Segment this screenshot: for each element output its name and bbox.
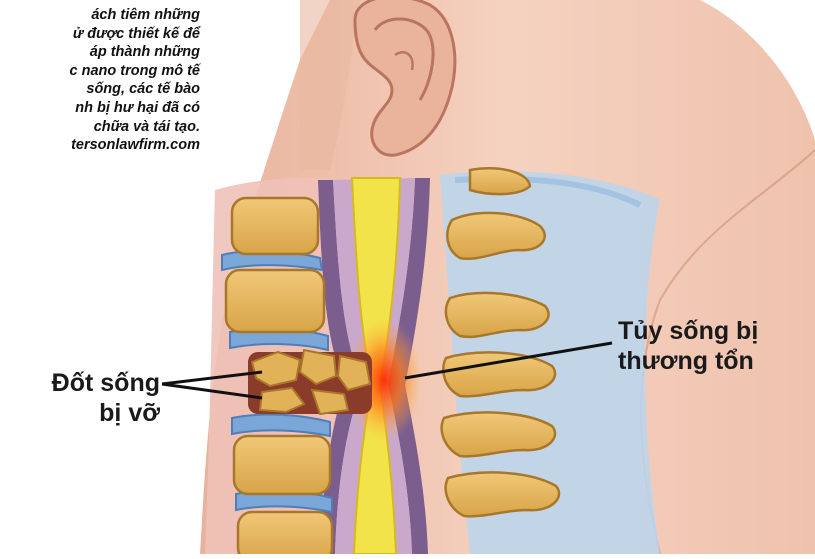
- vertebra-label-line-2: bị vỡ: [14, 398, 160, 428]
- vertebra-2: [226, 270, 324, 332]
- vertebra-5: [238, 512, 332, 554]
- caption-line: sống, các tế bào: [0, 80, 200, 99]
- caption-line: nh bị hư hại đã có: [0, 99, 200, 118]
- caption-line: ử được thiết kế để: [0, 25, 200, 44]
- caption-line: ách tiêm những: [0, 6, 200, 25]
- spinal-cord-label: Tủy sống bị thương tổn: [618, 316, 758, 376]
- caption-line: áp thành những: [0, 43, 200, 62]
- caption-line: chữa và tái tạo.: [0, 118, 200, 137]
- vertebra-label-line-1: Đốt sống: [14, 368, 160, 398]
- vertebra-4: [234, 436, 330, 494]
- caption-line: tersonlawfirm.com: [0, 136, 200, 155]
- vertebra-label: Đốt sống bị vỡ: [14, 368, 160, 428]
- fractured-vertebra: [248, 350, 372, 414]
- vertebra-1: [232, 198, 318, 254]
- spinal-cord-label-line-1: Tủy sống bị: [618, 316, 758, 346]
- caption-text: ách tiêm những ử được thiết kế để áp thà…: [0, 6, 200, 155]
- spinal-cord-label-line-2: thương tổn: [618, 346, 758, 376]
- caption-line: c nano trong mô tế: [0, 62, 200, 81]
